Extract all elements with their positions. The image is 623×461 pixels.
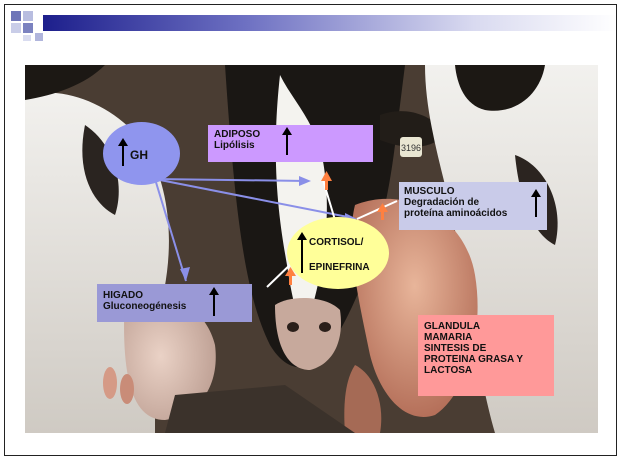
musculo-line-2: Degradación de <box>404 197 480 208</box>
glandula-line-3: SINTESIS DE <box>424 343 487 354</box>
increase-arrow-icon <box>282 127 292 155</box>
gh-node: GH <box>103 122 180 185</box>
increase-arrow-icon <box>297 232 307 273</box>
adiposo-title: ADIPOSO <box>214 129 261 140</box>
title-decoration <box>5 5 616 51</box>
glandula-line-4: PROTEINA GRASA Y <box>424 354 524 365</box>
increase-arrow-icon <box>531 189 541 217</box>
cortisol-node: CORTISOL/ EPINEFRINA <box>287 217 389 289</box>
glandula-line-5: LACTOSA <box>424 365 473 376</box>
glandula-line-2: MAMARIA <box>424 332 473 343</box>
cortisol-label: CORTISOL/ <box>309 237 364 248</box>
adiposo-subtitle: Lipólisis <box>214 140 255 151</box>
glandula-line-1: GLANDULA <box>424 321 481 332</box>
adiposo-box: ADIPOSO Lipólisis <box>208 125 373 162</box>
glandula-box: GLANDULA MAMARIA SINTESIS DE PROTEINA GR… <box>418 315 554 396</box>
higado-subtitle: Gluconeogénesis <box>103 301 187 312</box>
slide: 3196 <box>4 4 617 456</box>
gh-label: GH <box>130 148 148 162</box>
musculo-box: MUSCULO Degradación de proteína aminoáci… <box>399 182 547 230</box>
ear-tag-text: 3196 <box>401 143 421 153</box>
musculo-title: MUSCULO <box>404 186 455 197</box>
higado-title: HIGADO <box>103 290 143 301</box>
musculo-line-3: proteína aminoácidos <box>404 208 508 219</box>
increase-arrow-icon <box>209 287 219 316</box>
higado-box: HIGADO Gluconeogénesis <box>97 284 252 322</box>
epinefrina-label: EPINEFRINA <box>309 262 370 273</box>
increase-arrow-icon <box>118 138 128 166</box>
